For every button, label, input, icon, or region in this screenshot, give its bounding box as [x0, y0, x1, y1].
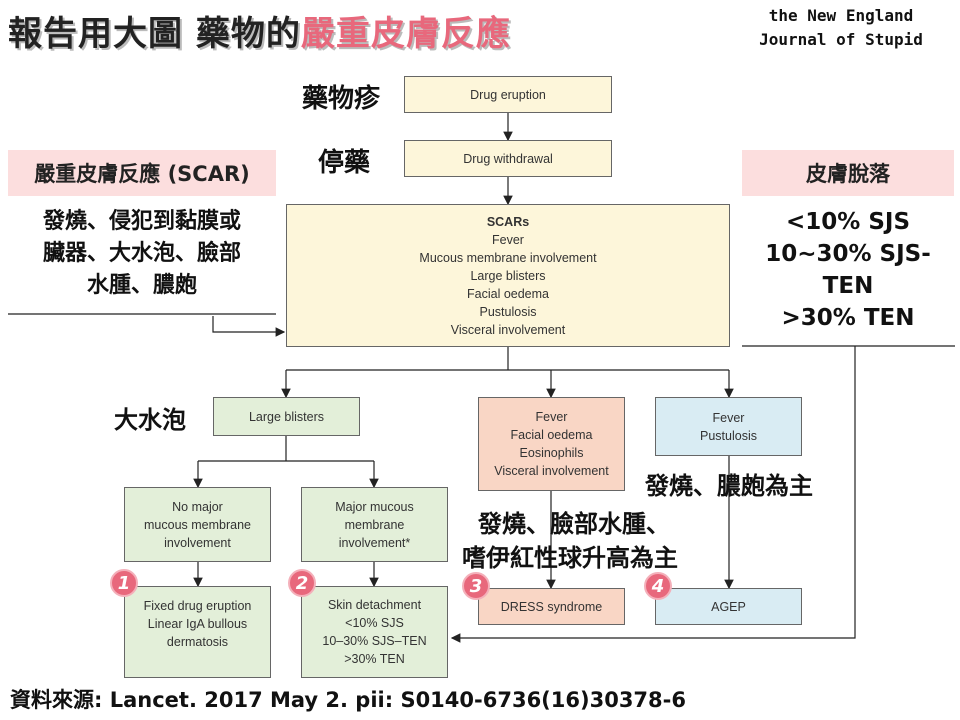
box-agep: AGEP	[655, 588, 802, 625]
no-major-mucous-line: mucous membrane	[144, 517, 251, 532]
skin-detachment-line: >30% TEN	[344, 652, 405, 666]
page-title: 報告用大圖 藥物的嚴重皮膚反應	[8, 6, 511, 55]
major-mucous-line: involvement*	[338, 535, 411, 550]
scars-item: Visceral involvement	[450, 322, 566, 337]
fixed-drug-line: dermatosis	[166, 635, 229, 649]
right-panel-line-2: 10~30% SJS-	[765, 241, 931, 267]
scars-item: Fever	[492, 232, 524, 247]
dress-criteria-item: Fever	[535, 410, 568, 424]
label-dress-note-1: 發燒、臉部水腫、	[478, 510, 670, 538]
right-panel-line-1: <10% SJS	[785, 209, 911, 235]
label-agep-note: 發燒、膿皰為主	[645, 472, 813, 500]
label-dress-note-2: 嗜伊紅性球升高為主	[462, 544, 678, 572]
skin-detachment-line: Skin detachment	[327, 598, 422, 612]
title-highlight: 嚴重皮膚反應	[300, 14, 511, 54]
source-citation: 資料來源: Lancet. 2017 May 2. pii: S0140-673…	[10, 688, 686, 712]
box-drug-eruption: Drug eruption	[404, 76, 612, 113]
right-panel-line-4: >30% TEN	[781, 305, 915, 331]
large-blisters-text: Large blisters	[248, 409, 325, 424]
scars-item: Facial oedema	[467, 286, 549, 301]
logo-line-1: the New England	[768, 6, 914, 25]
no-major-mucous-line: involvement	[164, 535, 231, 550]
badge-1: 1	[110, 569, 138, 597]
box-agep-criteria: Fever Pustulosis	[655, 397, 802, 456]
label-drug-rash: 藥物疹	[302, 84, 381, 114]
journal-logo: the New England Journal of Stupid	[736, 4, 946, 52]
dress-criteria-item: Eosinophils	[519, 446, 584, 460]
left-panel-line-2: 臟器、大水泡、臉部	[42, 241, 241, 266]
box-dress-syndrome: DRESS syndrome	[478, 588, 625, 625]
agep-criteria-item: Pustulosis	[700, 428, 757, 443]
no-major-mucous-line: No major	[172, 499, 223, 514]
dress-syndrome-text: DRESS syndrome	[500, 599, 603, 614]
skin-detachment-line: <10% SJS	[345, 616, 404, 630]
left-panel-body: 發燒、侵犯到黏膜或 臟器、大水泡、臉部 水腫、膿皰	[8, 206, 276, 302]
fixed-drug-line: Linear IgA bullous	[147, 617, 248, 631]
fixed-drug-line: Fixed drug eruption	[143, 599, 252, 613]
logo-line-2: Journal of Stupid	[759, 30, 923, 49]
box-large-blisters: Large blisters	[213, 397, 360, 436]
box-no-major-mucous: No major mucous membrane involvement	[124, 487, 271, 562]
left-panel-line-3: 水腫、膿皰	[86, 273, 197, 298]
major-mucous-line: Major mucous	[335, 499, 414, 514]
title-prefix: 報告用大圖 藥物的	[8, 14, 301, 54]
box-fixed-drug-eruption: Fixed drug eruption Linear IgA bullous d…	[124, 586, 271, 678]
box-dress-criteria: Fever Facial oedema Eosinophils Visceral…	[478, 397, 625, 491]
skin-detachment-line: 10–30% SJS–TEN	[322, 634, 427, 648]
label-stop-drug: 停藥	[318, 148, 371, 178]
box-scars: SCARs Fever Mucous membrane involvement …	[286, 204, 730, 347]
box-drug-withdrawal: Drug withdrawal	[404, 140, 612, 177]
badge-3: 3	[462, 572, 490, 600]
badge-4: 4	[644, 572, 672, 600]
scars-item: Mucous membrane involvement	[419, 250, 597, 265]
left-panel-header: 嚴重皮膚反應 (SCAR)	[8, 150, 276, 196]
badge-2: 2	[288, 569, 316, 597]
drug-eruption-text: Drug eruption	[470, 87, 546, 102]
dress-criteria-item: Facial oedema	[510, 428, 593, 442]
scars-heading: SCARs	[486, 214, 530, 229]
scars-item: Pustulosis	[479, 304, 537, 319]
box-major-mucous: Major mucous membrane involvement*	[301, 487, 448, 562]
scars-item: Large blisters	[470, 268, 546, 283]
agep-criteria-item: Fever	[712, 410, 745, 425]
drug-withdrawal-text: Drug withdrawal	[463, 151, 553, 166]
left-panel-line-1: 發燒、侵犯到黏膜或	[42, 209, 241, 234]
dress-criteria-item: Visceral involvement	[494, 464, 609, 478]
box-skin-detachment: Skin detachment <10% SJS 10–30% SJS–TEN …	[301, 586, 448, 678]
right-panel-line-3: TEN	[822, 273, 874, 299]
major-mucous-line: membrane	[344, 517, 405, 532]
agep-text: AGEP	[711, 599, 746, 614]
label-large-blister: 大水泡	[114, 406, 186, 434]
right-panel-body: <10% SJS 10~30% SJS- TEN >30% TEN	[742, 206, 954, 334]
right-panel-header: 皮膚脫落	[742, 150, 954, 196]
